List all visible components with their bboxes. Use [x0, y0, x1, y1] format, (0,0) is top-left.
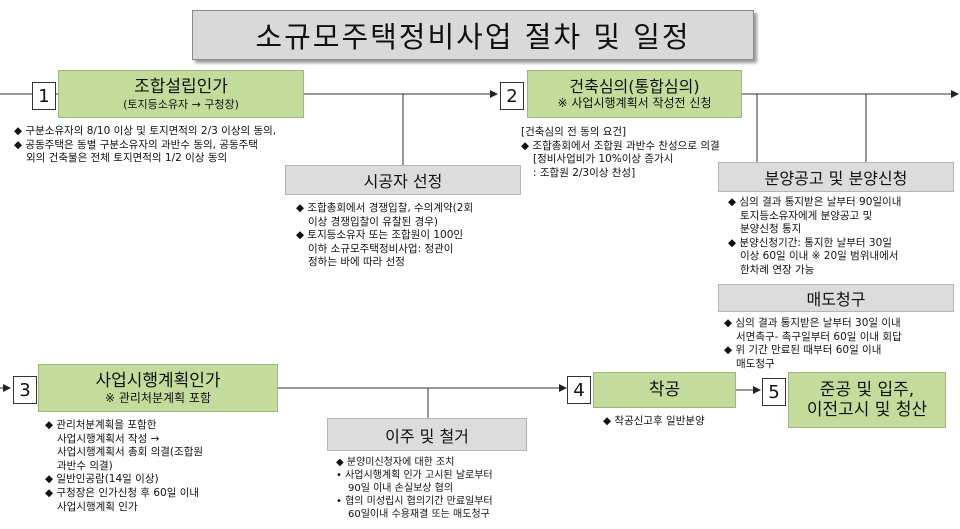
step-1-number: 1 — [32, 82, 56, 110]
step-3-box: 사업시행계획인가 ※ 관리처분계획 포함 — [38, 364, 278, 412]
note-line: ◆ 심의 결과 통지받은 날부터 90일이내 — [728, 196, 902, 208]
note-line: ◆ 분양신청기간: 통지한 날부터 30일 — [728, 236, 892, 249]
step-1-title: 조합설립인가 — [134, 77, 228, 98]
note-line: 외의 건축물은 전체 토지면적의 1/2 이상 동의 — [26, 152, 228, 165]
step-1-box: 조합설립인가 (토지등소유자 → 구청장) — [58, 70, 304, 118]
note-line: [건축심의 전 동의 요건] — [521, 126, 627, 138]
step-2-subtitle: ※ 사업시행계획서 작성전 신청 — [557, 96, 712, 111]
note-line: ◆ 조합총회에서 경쟁입찰, 수의계약(2회 — [296, 202, 474, 214]
note-line: 과반수 의결) — [57, 459, 113, 472]
contractor-selection-box: 시공자 선정 — [285, 165, 521, 195]
sale-request-box: 매도청구 — [718, 284, 954, 312]
note-line: 60일이내 수용재결 또는 매도청구 — [348, 509, 490, 520]
step-3-number: 3 — [13, 376, 37, 404]
step-3-notes: ◆ 관리처분계획을 포함한 사업시행계획서 작성 → 사업시행계획서 총회 의결… — [45, 419, 203, 514]
contractor-notes: ◆ 조합총회에서 경쟁입찰, 수의계약(2회 이상 경쟁입찰이 유찰된 경우) … — [296, 202, 473, 270]
review-notes: [건축심의 전 동의 요건] ◆ 조합총회에서 조합원 과반수 찬성으로 의결 … — [521, 126, 720, 180]
step-5-title: 준공 및 입주, — [819, 379, 915, 400]
step-5-number: 5 — [762, 378, 786, 406]
note-line: 이상 경쟁입찰이 유찰된 경우) — [308, 215, 439, 228]
sale-notice-box: 분양공고 및 분양신청 — [718, 162, 954, 192]
step-1-notes: ◆ 구분소유자의 8/10 이상 및 토지면적의 2/3 이상의 동의, ◆ 공… — [14, 125, 276, 166]
step-2-number: 2 — [500, 82, 524, 110]
page-title: 소규모주택정비사업 절차 및 일정 — [192, 10, 754, 60]
note-line: ◆ 토지등소유자 또는 조합원이 100인 — [296, 229, 464, 242]
step-4-notes: ◆ 착공신고후 일반분양 — [603, 415, 705, 429]
note-line: ◆ 위 기간 만료된 때부터 60일 이내 — [724, 344, 882, 357]
note-line: 매도청구 — [736, 357, 775, 370]
note-line: 토지등소유자에게 분양공고 및 — [740, 209, 873, 222]
note-line: ◆ 분양미신청자에 대한 조치 — [336, 457, 455, 468]
step-3-subtitle: ※ 관리처분계획 포함 — [104, 391, 211, 405]
relocation-box: 이주 및 철거 — [327, 418, 527, 451]
step-4-box: 착공 — [593, 372, 736, 408]
step-2-box: 건축심의(통합심의) ※ 사업시행계획서 작성전 신청 — [527, 70, 742, 118]
note-line: ◆ 조합총회에서 조합원 과반수 찬성으로 의결 — [521, 139, 720, 152]
note-line: 사업시행계획서 총회 의결(조합원 — [57, 446, 204, 459]
note-line: 정하는 바에 따라 선정 — [308, 256, 405, 269]
note-line: ◆ 심의 결과 통지받은 날부터 30일 이내 — [724, 317, 901, 329]
note-line: : 조합원 2/3이상 찬성] — [533, 166, 636, 179]
step-4-title: 착공 — [648, 379, 681, 400]
note-line: 사업시행계획 인가 — [57, 500, 138, 513]
note-line: 서면촉구- 촉구일부터 60일 이내 회답 — [736, 330, 902, 343]
note-line: 90일 이내 손실보상 협의 — [348, 483, 454, 494]
note-line: [정비사업비가 10%이상 증가시 — [533, 153, 674, 166]
note-line: ◆ 공동주택은 동별 구분소유자의 과반수 동의, 공동주택 — [14, 138, 258, 151]
step-2-title: 건축심의(통합심의) — [569, 77, 700, 97]
note-line: ◆ 일반인공람(14일 이상) — [45, 473, 159, 486]
note-line: • 사업시행계획 인가 고시된 날로부터 — [336, 470, 493, 481]
note-line: ◆ 구분소유자의 8/10 이상 및 토지면적의 2/3 이상의 동의, — [14, 125, 277, 137]
note-line: 한차례 연장 가능 — [740, 263, 815, 276]
step-1-subtitle: (토지등소유자 → 구청장) — [123, 97, 239, 111]
note-line: 이하 소규모주택정비사업: 정관이 — [308, 242, 454, 255]
sale-notice-notes: ◆ 심의 결과 통지받은 날부터 90일이내 토지등소유자에게 분양공고 및 분… — [728, 196, 901, 278]
note-line: 이상 60일 이내 ※ 20일 범위내에서 — [740, 250, 899, 263]
note-line: ◆ 관리처분계획을 포함한 — [45, 419, 157, 431]
note-line: 분양신청 통지 — [740, 223, 802, 236]
note-line: 사업시행계획서 작성 → — [57, 432, 160, 445]
note-line: ◆ 착공신고후 일반분양 — [603, 415, 705, 427]
note-line: • 협의 미성립시 협의기간 만료일부터 — [336, 496, 493, 507]
step-5-title-line2: 이전고시 및 청산 — [806, 400, 928, 420]
relocation-notes: ◆ 분양미신청자에 대한 조치 • 사업시행계획 인가 고시된 날로부터 90일… — [336, 456, 493, 521]
step-4-number: 4 — [567, 376, 591, 404]
sale-request-notes: ◆ 심의 결과 통지받은 날부터 30일 이내 서면촉구- 촉구일부터 60일 … — [724, 317, 902, 371]
step-5-box: 준공 및 입주, 이전고시 및 청산 — [788, 372, 946, 428]
note-line: ◆ 구청장은 인가신청 후 60일 이내 — [45, 486, 200, 499]
step-3-title: 사업시행계획인가 — [95, 370, 221, 391]
